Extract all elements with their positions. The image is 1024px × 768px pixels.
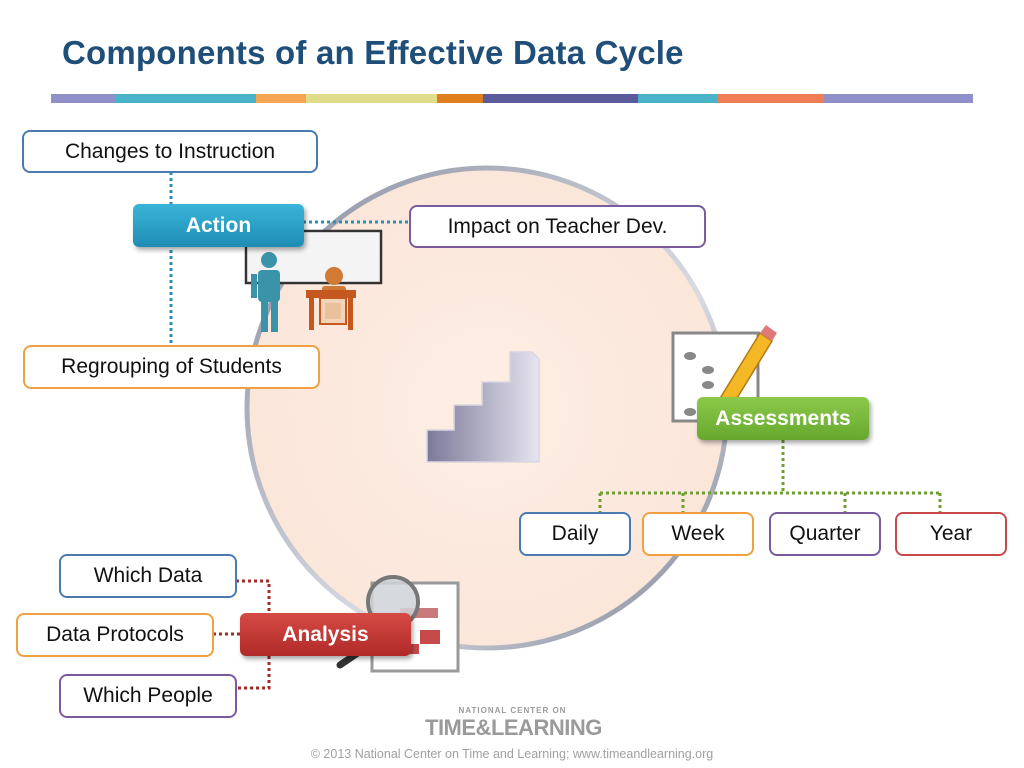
band-segment (306, 94, 437, 103)
band-segment (718, 94, 824, 103)
regrouping-of-students-label: Regrouping of Students (23, 345, 320, 389)
band-segment (437, 94, 483, 103)
quarter-label: Quarter (769, 512, 881, 556)
year-label: Year (895, 512, 1007, 556)
assessments-button[interactable]: Assessments (697, 397, 869, 440)
changes-to-instruction-label: Changes to Instruction (22, 130, 318, 173)
impact-on-teacher-dev-label: Impact on Teacher Dev. (409, 205, 706, 248)
logo-big-text: TIME&LEARNING (425, 715, 602, 740)
data-protocols-label: Data Protocols (16, 613, 214, 657)
stair-chart-icon (426, 351, 540, 463)
page-title: Components of an Effective Data Cycle (62, 34, 684, 71)
band-segment (638, 94, 718, 103)
band-segment (115, 94, 256, 103)
action-button[interactable]: Action (133, 204, 304, 247)
band-segment (483, 94, 638, 103)
ncl-logo: NATIONAL CENTER ON TIME&LEARNING (425, 706, 602, 742)
analysis-button[interactable]: Analysis (240, 613, 411, 656)
band-segment (824, 94, 973, 103)
which-data-label: Which Data (59, 554, 237, 598)
week-label: Week (642, 512, 754, 556)
band-segment (256, 94, 306, 103)
which-people-label: Which People (59, 674, 237, 718)
daily-label: Daily (519, 512, 631, 556)
copyright-text: © 2013 National Center on Time and Learn… (310, 747, 714, 761)
color-band (51, 94, 973, 103)
band-segment (51, 94, 115, 103)
logo-small-text: NATIONAL CENTER ON (458, 706, 567, 715)
